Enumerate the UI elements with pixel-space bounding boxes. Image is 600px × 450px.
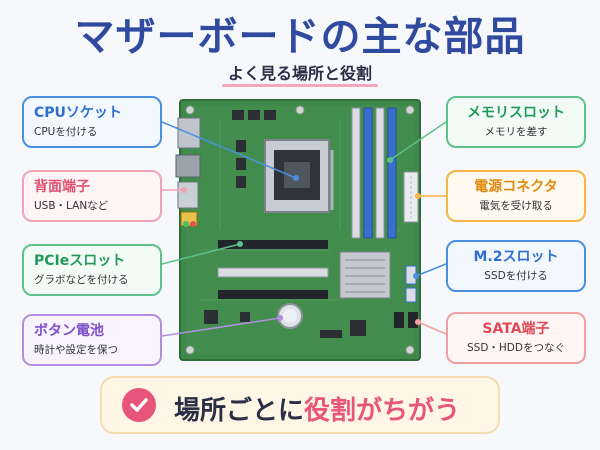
subtitle-underline	[222, 84, 378, 87]
atx-power-connector	[403, 171, 419, 223]
callout-power: 電源コネクタ 電気を受け取る	[446, 170, 586, 222]
callout-rear-io: 背面端子 USB・LANなど	[22, 170, 162, 222]
callout-sata: SATA端子 SSD・HDDをつなぐ	[446, 312, 586, 364]
callout-battery-desc: 時計や設定を保つ	[34, 344, 118, 356]
callout-power-name: 電源コネクタ	[474, 179, 558, 195]
vrm-chips	[232, 110, 276, 188]
chipset-heatsink	[339, 251, 391, 299]
misc-chips	[204, 310, 366, 338]
banner-text-a: 場所ごとに	[174, 396, 305, 426]
callout-battery: ボタン電池 時計や設定を保つ	[22, 314, 162, 366]
banner-text-highlight: 役割がちがう	[304, 396, 461, 426]
page-subtitle: よく見る場所と役割	[227, 64, 372, 83]
callout-sata-name: SATA端子	[482, 321, 550, 337]
callout-rear-desc: USB・LANなど	[34, 200, 109, 212]
callout-m2-desc: SSDを付ける	[484, 270, 548, 282]
leader-sata	[417, 321, 447, 335]
page-title: マザーボードの主な部品	[74, 14, 526, 60]
m2-slots	[405, 265, 417, 303]
cmos-battery	[277, 303, 303, 329]
sata-ports	[394, 312, 418, 328]
leader-m2	[415, 263, 447, 277]
banner-text: 場所ごとに役割がちがう	[174, 390, 460, 427]
memory-slots	[351, 107, 397, 239]
cpu-socket	[264, 139, 334, 213]
callout-power-desc: 電気を受け取る	[479, 200, 553, 212]
callout-pcie-desc: グラボなどを付ける	[34, 274, 129, 286]
callout-cpu-socket: CPUソケット CPUを付ける	[22, 96, 162, 148]
callout-m2: M.2スロット SSDを付ける	[446, 240, 586, 292]
callout-m2-name: M.2スロット	[473, 249, 559, 265]
callout-memory-name: メモリスロット	[467, 105, 565, 121]
leader-memory	[389, 121, 447, 161]
callout-memory: メモリスロット メモリを差す	[446, 96, 586, 148]
summary-banner: 場所ごとに役割がちがう	[100, 376, 500, 434]
leader-cpu	[161, 121, 297, 179]
leader-pcie	[161, 243, 241, 265]
callout-memory-desc: メモリを差す	[484, 126, 548, 138]
callout-cpu-name: CPUソケット	[34, 105, 122, 121]
callout-cpu-desc: CPUを付ける	[34, 126, 98, 138]
check-icon	[122, 388, 156, 422]
callout-rear-name: 背面端子	[34, 179, 90, 195]
leader-battery	[161, 317, 281, 337]
mounting-holes	[185, 105, 415, 355]
callout-sata-desc: SSD・HDDをつなぐ	[467, 342, 565, 354]
pcie-slots	[217, 240, 329, 299]
callout-pcie-name: PCIeスロット	[34, 253, 126, 269]
callout-battery-name: ボタン電池	[34, 323, 104, 339]
callout-pcie: PCIeスロット グラボなどを付ける	[22, 244, 162, 296]
